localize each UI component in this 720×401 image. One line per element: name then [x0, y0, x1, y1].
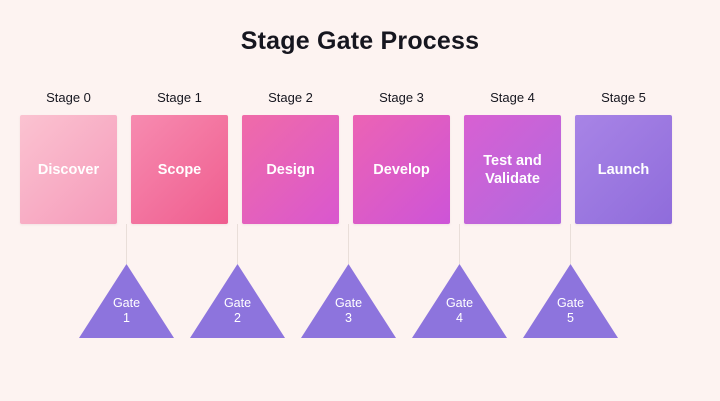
stage-column-0: Stage 0 Discover — [20, 90, 117, 224]
gate-2[interactable]: Gate 2 — [190, 264, 285, 338]
gate-5[interactable]: Gate 5 — [523, 264, 618, 338]
stage-box-develop[interactable]: Develop — [353, 115, 450, 224]
page-title: Stage Gate Process — [240, 27, 480, 55]
stage-box-label-4-line1: Test and — [483, 152, 542, 169]
stage-box-test-and-validate[interactable]: Test and Validate — [464, 115, 561, 224]
stage-column-5: Stage 5 Launch — [575, 90, 672, 224]
stage-row: Stage 0 Discover Stage 1 Scope Stage 2 D… — [20, 90, 700, 224]
stage-box-label-5: Launch — [597, 161, 650, 178]
connector-line-gate-5 — [570, 224, 571, 264]
stage-column-2: Stage 2 Design — [242, 90, 339, 224]
triangle-icon — [190, 264, 285, 338]
connector-line-gate-3 — [348, 224, 349, 264]
stage-box-scope[interactable]: Scope — [131, 115, 228, 224]
stage-label-4: Stage 4 — [490, 90, 535, 105]
gate-3[interactable]: Gate 3 — [301, 264, 396, 338]
gate-1[interactable]: Gate 1 — [79, 264, 174, 338]
stage-box-label-2: Design — [266, 161, 315, 178]
connector-line-gate-4 — [459, 224, 460, 264]
triangle-icon — [79, 264, 174, 338]
stage-box-discover[interactable]: Discover — [20, 115, 117, 224]
triangle-icon — [301, 264, 396, 338]
stage-box-design[interactable]: Design — [242, 115, 339, 224]
triangle-icon — [523, 264, 618, 338]
stage-column-1: Stage 1 Scope — [131, 90, 228, 224]
stage-box-label-4: Test and Validate — [468, 152, 557, 188]
stage-label-5: Stage 5 — [601, 90, 646, 105]
connector-line-gate-2 — [237, 224, 238, 264]
connector-line-gate-1 — [126, 224, 127, 264]
stage-box-label-4-line2: Validate — [485, 170, 540, 187]
triangle-icon — [412, 264, 507, 338]
stage-label-1: Stage 1 — [157, 90, 202, 105]
stage-label-2: Stage 2 — [268, 90, 313, 105]
stage-label-0: Stage 0 — [46, 90, 91, 105]
stage-column-3: Stage 3 Develop — [353, 90, 450, 224]
gate-4[interactable]: Gate 4 — [412, 264, 507, 338]
stage-box-label-0: Discover — [37, 161, 100, 178]
stage-box-label-1: Scope — [157, 161, 202, 178]
stage-box-label-3: Develop — [373, 161, 430, 178]
stage-label-3: Stage 3 — [379, 90, 424, 105]
stage-column-4: Stage 4 Test and Validate — [464, 90, 561, 224]
stage-box-launch[interactable]: Launch — [575, 115, 672, 224]
